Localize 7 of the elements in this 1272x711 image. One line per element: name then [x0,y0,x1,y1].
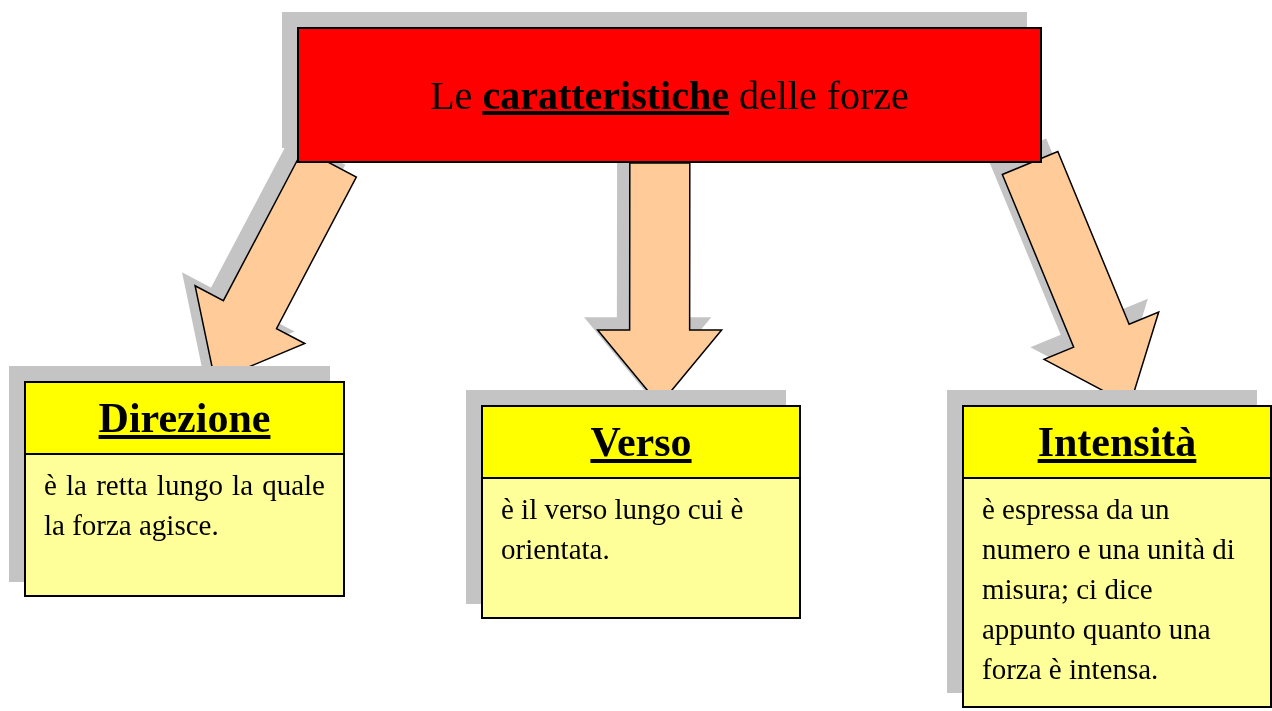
card-heading: Intensità [964,407,1270,479]
card-heading: Verso [483,407,799,479]
definition-text: è il verso lungo cui è orientata. [500,492,745,567]
card-heading: Direzione [26,383,343,455]
definition-text: è la retta lungo la quale la forza agisce. [43,468,326,543]
definition-text: è espressa da un numero e una unità di misura; ci dice appunto quanto una forza è intensa. [981,492,1236,687]
title-text: Le caratteristiche delle forze [430,71,909,119]
